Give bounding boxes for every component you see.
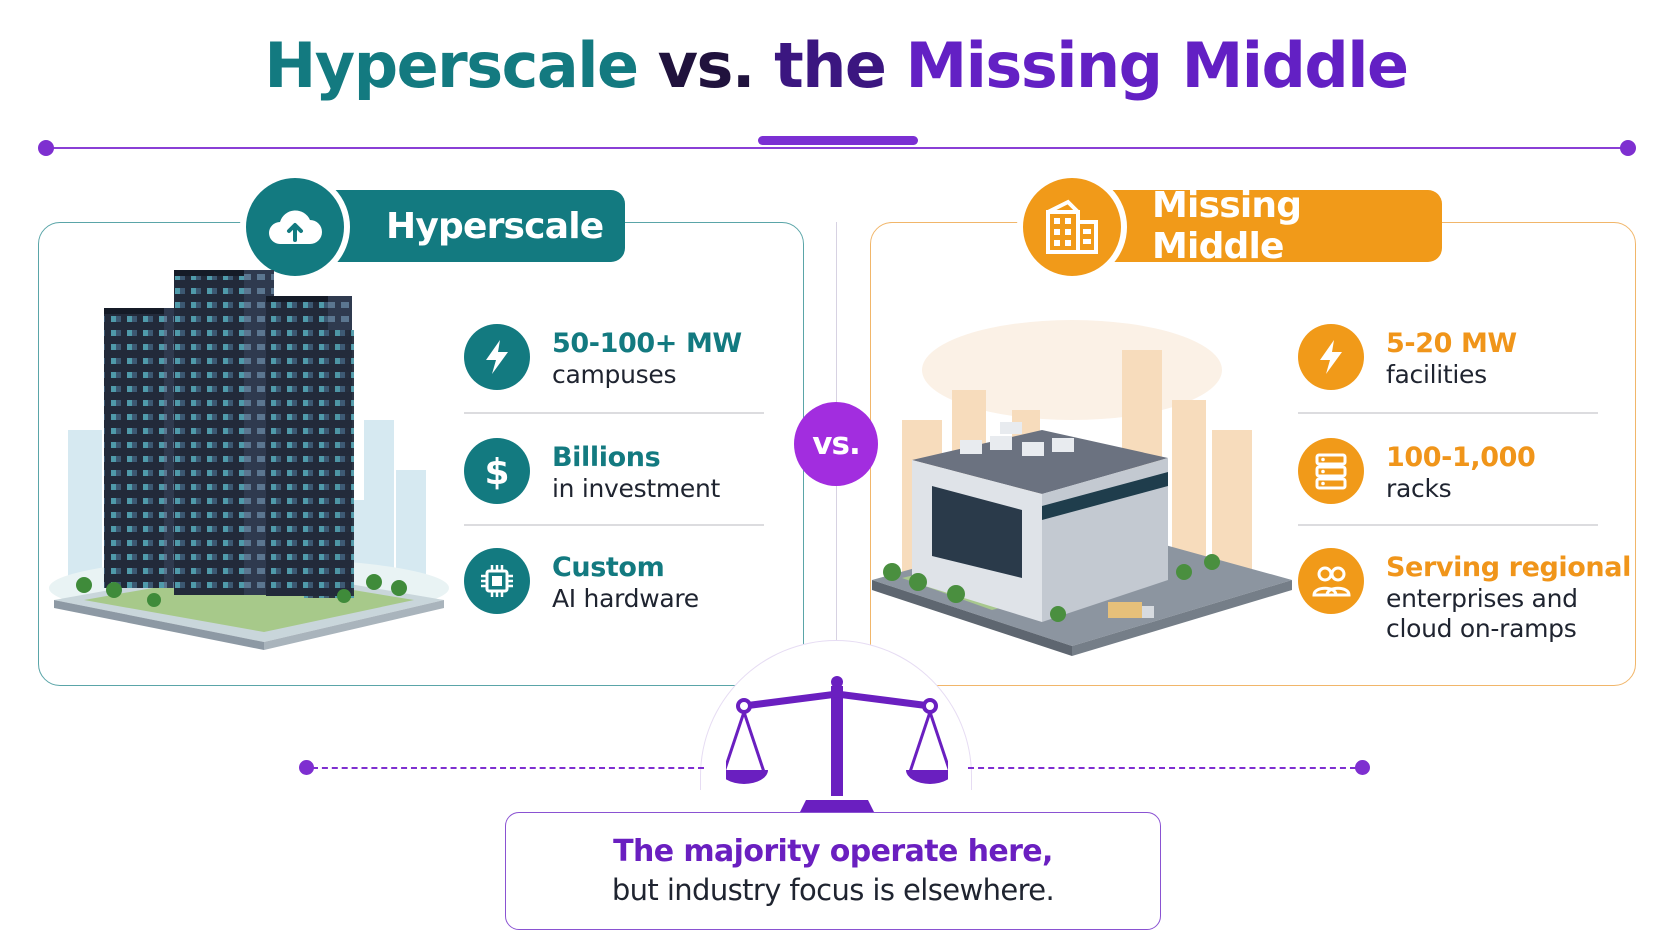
dashed-connector-left xyxy=(312,767,704,769)
dashed-connector-right-dot xyxy=(1355,760,1370,775)
cloud-upload-icon xyxy=(240,172,350,282)
missing-middle-stat-serving: Serving regional enterprises and cloud o… xyxy=(1298,546,1631,643)
missing-middle-stat-serving-key: Serving regional xyxy=(1386,552,1631,583)
header-rule-dot-right xyxy=(1620,140,1636,156)
chip-icon xyxy=(464,548,530,614)
dashed-connector-left-dot xyxy=(299,760,314,775)
dashed-connector-right xyxy=(968,767,1356,769)
title-missing-middle: Missing Middle xyxy=(905,29,1409,102)
svg-text:$: $ xyxy=(484,452,509,493)
conclusion-line-2: but industry focus is elsewhere. xyxy=(611,873,1055,907)
missing-middle-stat-serving-value-2: cloud on-ramps xyxy=(1386,614,1577,643)
hyperscale-stat-investment-value: in investment xyxy=(552,474,721,503)
building-icon xyxy=(1017,172,1127,282)
header-rule xyxy=(46,147,1628,149)
title-vs: vs. xyxy=(657,29,756,102)
lightning-icon xyxy=(464,324,530,390)
lightning-icon xyxy=(1298,324,1364,390)
dollar-icon: $ xyxy=(464,438,530,504)
hyperscale-stat-power-value: campuses xyxy=(552,360,677,389)
page-title: Hyperscale vs. the Missing Middle xyxy=(0,26,1672,106)
balance-scale-icon xyxy=(720,672,954,822)
missing-middle-stat-racks-value: racks xyxy=(1386,474,1452,503)
hyperscale-stat-investment: $ Billions in investment xyxy=(464,436,720,532)
hyperscale-stat-investment-key: Billions xyxy=(552,442,661,473)
hyperscale-divider-2 xyxy=(464,524,764,526)
header-rule-dot-left xyxy=(38,140,54,156)
missing-middle-stat-power-value: facilities xyxy=(1386,360,1487,389)
vs-badge: vs. xyxy=(794,402,878,486)
missing-middle-stat-power: 5-20 MW facilities xyxy=(1298,322,1517,418)
hyperscale-stat-hardware-key: Custom xyxy=(552,552,665,583)
missing-middle-stat-racks: 100-1,000 racks xyxy=(1298,436,1536,532)
missing-middle-stat-power-key: 5-20 MW xyxy=(1386,328,1517,359)
hyperscale-stat-power-key: 50-100+ MW xyxy=(552,328,742,359)
missing-middle-stat-serving-value: enterprises and xyxy=(1386,584,1578,613)
header-rule-accent xyxy=(758,136,918,145)
missing-middle-stat-racks-key: 100-1,000 xyxy=(1386,442,1536,473)
hyperscale-stat-power: 50-100+ MW campuses xyxy=(464,322,742,418)
conclusion-line-1: The majority operate here, xyxy=(613,834,1053,869)
server-rack-icon xyxy=(1298,438,1364,504)
title-the: the xyxy=(774,29,887,102)
users-icon xyxy=(1298,548,1364,614)
missing-middle-header-label: Missing Middle xyxy=(1152,185,1302,267)
facility-illustration xyxy=(872,310,1292,686)
hyperscale-header-label: Hyperscale xyxy=(386,205,604,247)
title-hyperscale: Hyperscale xyxy=(264,29,639,102)
hyperscale-stat-hardware: Custom AI hardware xyxy=(464,546,699,642)
missing-middle-divider-2 xyxy=(1298,524,1598,526)
hyperscale-stat-hardware-value: AI hardware xyxy=(552,584,699,613)
hyperscale-divider-1 xyxy=(464,412,764,414)
skyscraper-illustration xyxy=(44,270,454,680)
missing-middle-divider-1 xyxy=(1298,412,1598,414)
conclusion-note: The majority operate here, but industry … xyxy=(505,812,1161,930)
hyperscale-header: Hyperscale xyxy=(300,190,625,262)
